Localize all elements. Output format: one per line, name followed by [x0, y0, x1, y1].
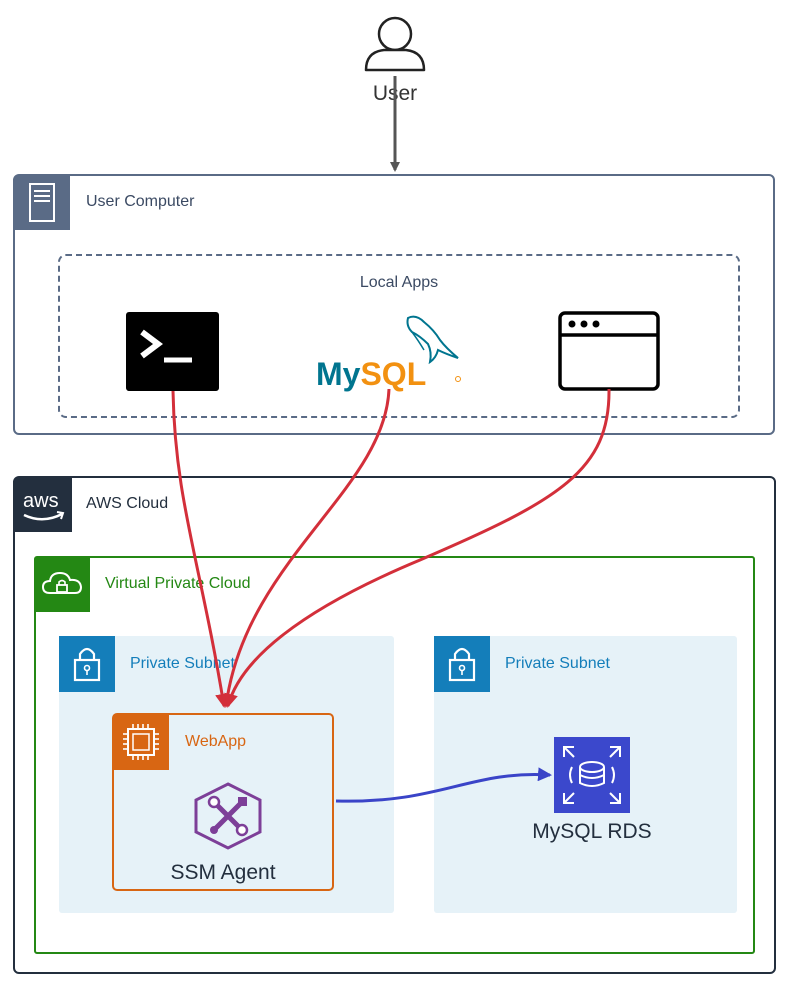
- aws-logo-text: aws: [23, 490, 59, 512]
- user-computer-title: User Computer: [86, 193, 195, 210]
- aws-cloud-title: AWS Cloud: [86, 495, 169, 512]
- terminal-icon[interactable]: [126, 312, 219, 391]
- subnet-2-title: Private Subnet: [505, 655, 610, 672]
- user-computer-badge: [14, 175, 70, 230]
- vpc-title: Virtual Private Cloud: [105, 575, 251, 592]
- subnet-1-badge: [59, 636, 115, 692]
- aws-logo-badge: aws: [14, 477, 72, 532]
- user-actor: [360, 12, 430, 82]
- cloud-lock-icon: [41, 571, 83, 594]
- server-icon: [29, 183, 55, 222]
- browser-window-icon[interactable]: [558, 311, 660, 391]
- subnet-2-badge: [434, 636, 490, 692]
- padlock-icon: [73, 647, 101, 682]
- webapp-badge: [113, 714, 169, 770]
- user-icon: [364, 16, 426, 72]
- ssm-agent-label: SSM Agent: [170, 861, 276, 884]
- rds-label: MySQL RDS: [532, 820, 652, 843]
- padlock-icon: [448, 647, 476, 682]
- webapp-title: WebApp: [185, 733, 247, 750]
- vpc-badge: [35, 557, 90, 612]
- ssm-agent-icon[interactable]: [190, 780, 266, 850]
- rds-icon[interactable]: [554, 737, 630, 813]
- webapp-group[interactable]: [112, 713, 334, 891]
- user-label: User: [372, 82, 418, 105]
- local-apps-title: Local Apps: [359, 274, 439, 291]
- mysql-logo[interactable]: MySQL: [312, 312, 467, 392]
- aws-logo-icon: aws: [23, 490, 65, 521]
- subnet-1-title: Private Subnet: [130, 655, 235, 672]
- dolphin-icon: [406, 315, 459, 365]
- ec2-chip-icon: [123, 724, 159, 760]
- mysql-logo-text: MySQL: [316, 356, 426, 392]
